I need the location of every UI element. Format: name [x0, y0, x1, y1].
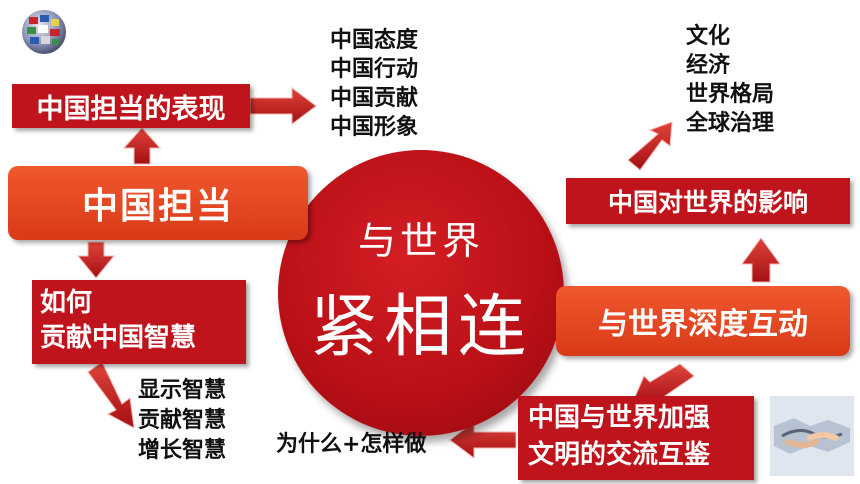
right-main-text: 与世界深度互动 [598, 307, 808, 342]
list-item: 全球治理 [686, 111, 775, 136]
handshake-icon [770, 396, 854, 476]
list-item: 世界格局 [686, 82, 775, 107]
right-main-box: 与世界深度互动 [556, 286, 850, 356]
list-item: 经济 [686, 53, 731, 78]
arrow-right-1 [249, 87, 317, 125]
left-box2-line2: 贡献中国智慧 [40, 323, 197, 353]
arrow-up-1 [122, 127, 162, 165]
left-box2: 如何 贡献中国智慧 [32, 280, 246, 364]
arrow-down-1 [76, 241, 116, 279]
list-item: 贡献智慧 [138, 408, 227, 433]
left-main-text: 中国担当 [81, 186, 234, 227]
center-circle: 与世界 紧相连 [278, 150, 564, 436]
right-box2-line2: 文明的交流互鉴 [528, 440, 711, 470]
left-box2-line1: 如何 [40, 288, 93, 318]
list-item: 显示智慧 [138, 378, 227, 403]
right-list: 文化 经济 世界格局 全球治理 [686, 22, 774, 138]
globe-flags-icon [22, 10, 66, 54]
list-item: 增长智慧 [138, 438, 227, 463]
list-item: 中国贡献 [330, 86, 419, 111]
right-header-text: 中国对世界的影响 [607, 188, 808, 217]
arrow-diag-2 [627, 121, 673, 171]
right-header-box: 中国对世界的影响 [566, 178, 850, 224]
center-line2: 紧相连 [309, 288, 532, 367]
left-list: 中国态度 中国行动 中国贡献 中国形象 [330, 26, 418, 142]
bottom-text: 为什么+怎样做 [276, 432, 427, 457]
left-header-box: 中国担当的表现 [12, 84, 250, 128]
right-box2-line1: 中国与世界加强 [528, 403, 711, 433]
arrow-up-2 [741, 237, 781, 283]
list-item: 中国态度 [330, 28, 419, 53]
list-item: 中国行动 [330, 57, 419, 82]
left-header-text: 中国担当的表现 [36, 93, 226, 125]
right-box2: 中国与世界加强 文明的交流互鉴 [518, 396, 754, 480]
arrow-left-1 [449, 421, 517, 459]
list-item: 中国形象 [330, 115, 419, 140]
arrow-diag-1 [87, 361, 135, 429]
list-item: 文化 [686, 24, 731, 49]
center-line1: 与世界 [357, 219, 484, 263]
left-list2: 显示智慧 贡献智慧 增长智慧 [138, 376, 226, 466]
left-main-box: 中国担当 [8, 166, 308, 240]
